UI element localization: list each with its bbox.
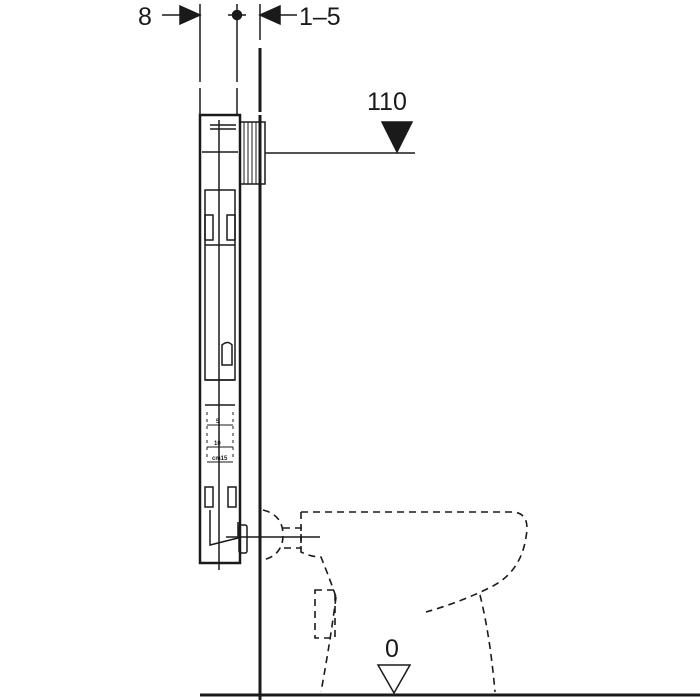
floor-level-label: 0 xyxy=(385,635,399,663)
arrow-left-icon xyxy=(258,4,281,26)
dim-left-label: 8 xyxy=(138,3,152,31)
scale-label: 5 xyxy=(216,419,220,425)
scale-label: cm15 xyxy=(212,456,228,462)
scale-label: 10 xyxy=(214,441,221,447)
height-scale xyxy=(206,412,234,458)
flush-height-label: 110 xyxy=(367,88,407,116)
level-triangle-filled-icon xyxy=(380,121,414,154)
cistern-body xyxy=(204,189,236,381)
dim-right-label: 1–5 xyxy=(299,3,341,31)
installation-frame xyxy=(198,113,242,565)
toilet-outline xyxy=(262,509,528,693)
level-triangle-outline-icon xyxy=(376,664,412,695)
arrow-right-icon xyxy=(179,4,202,26)
